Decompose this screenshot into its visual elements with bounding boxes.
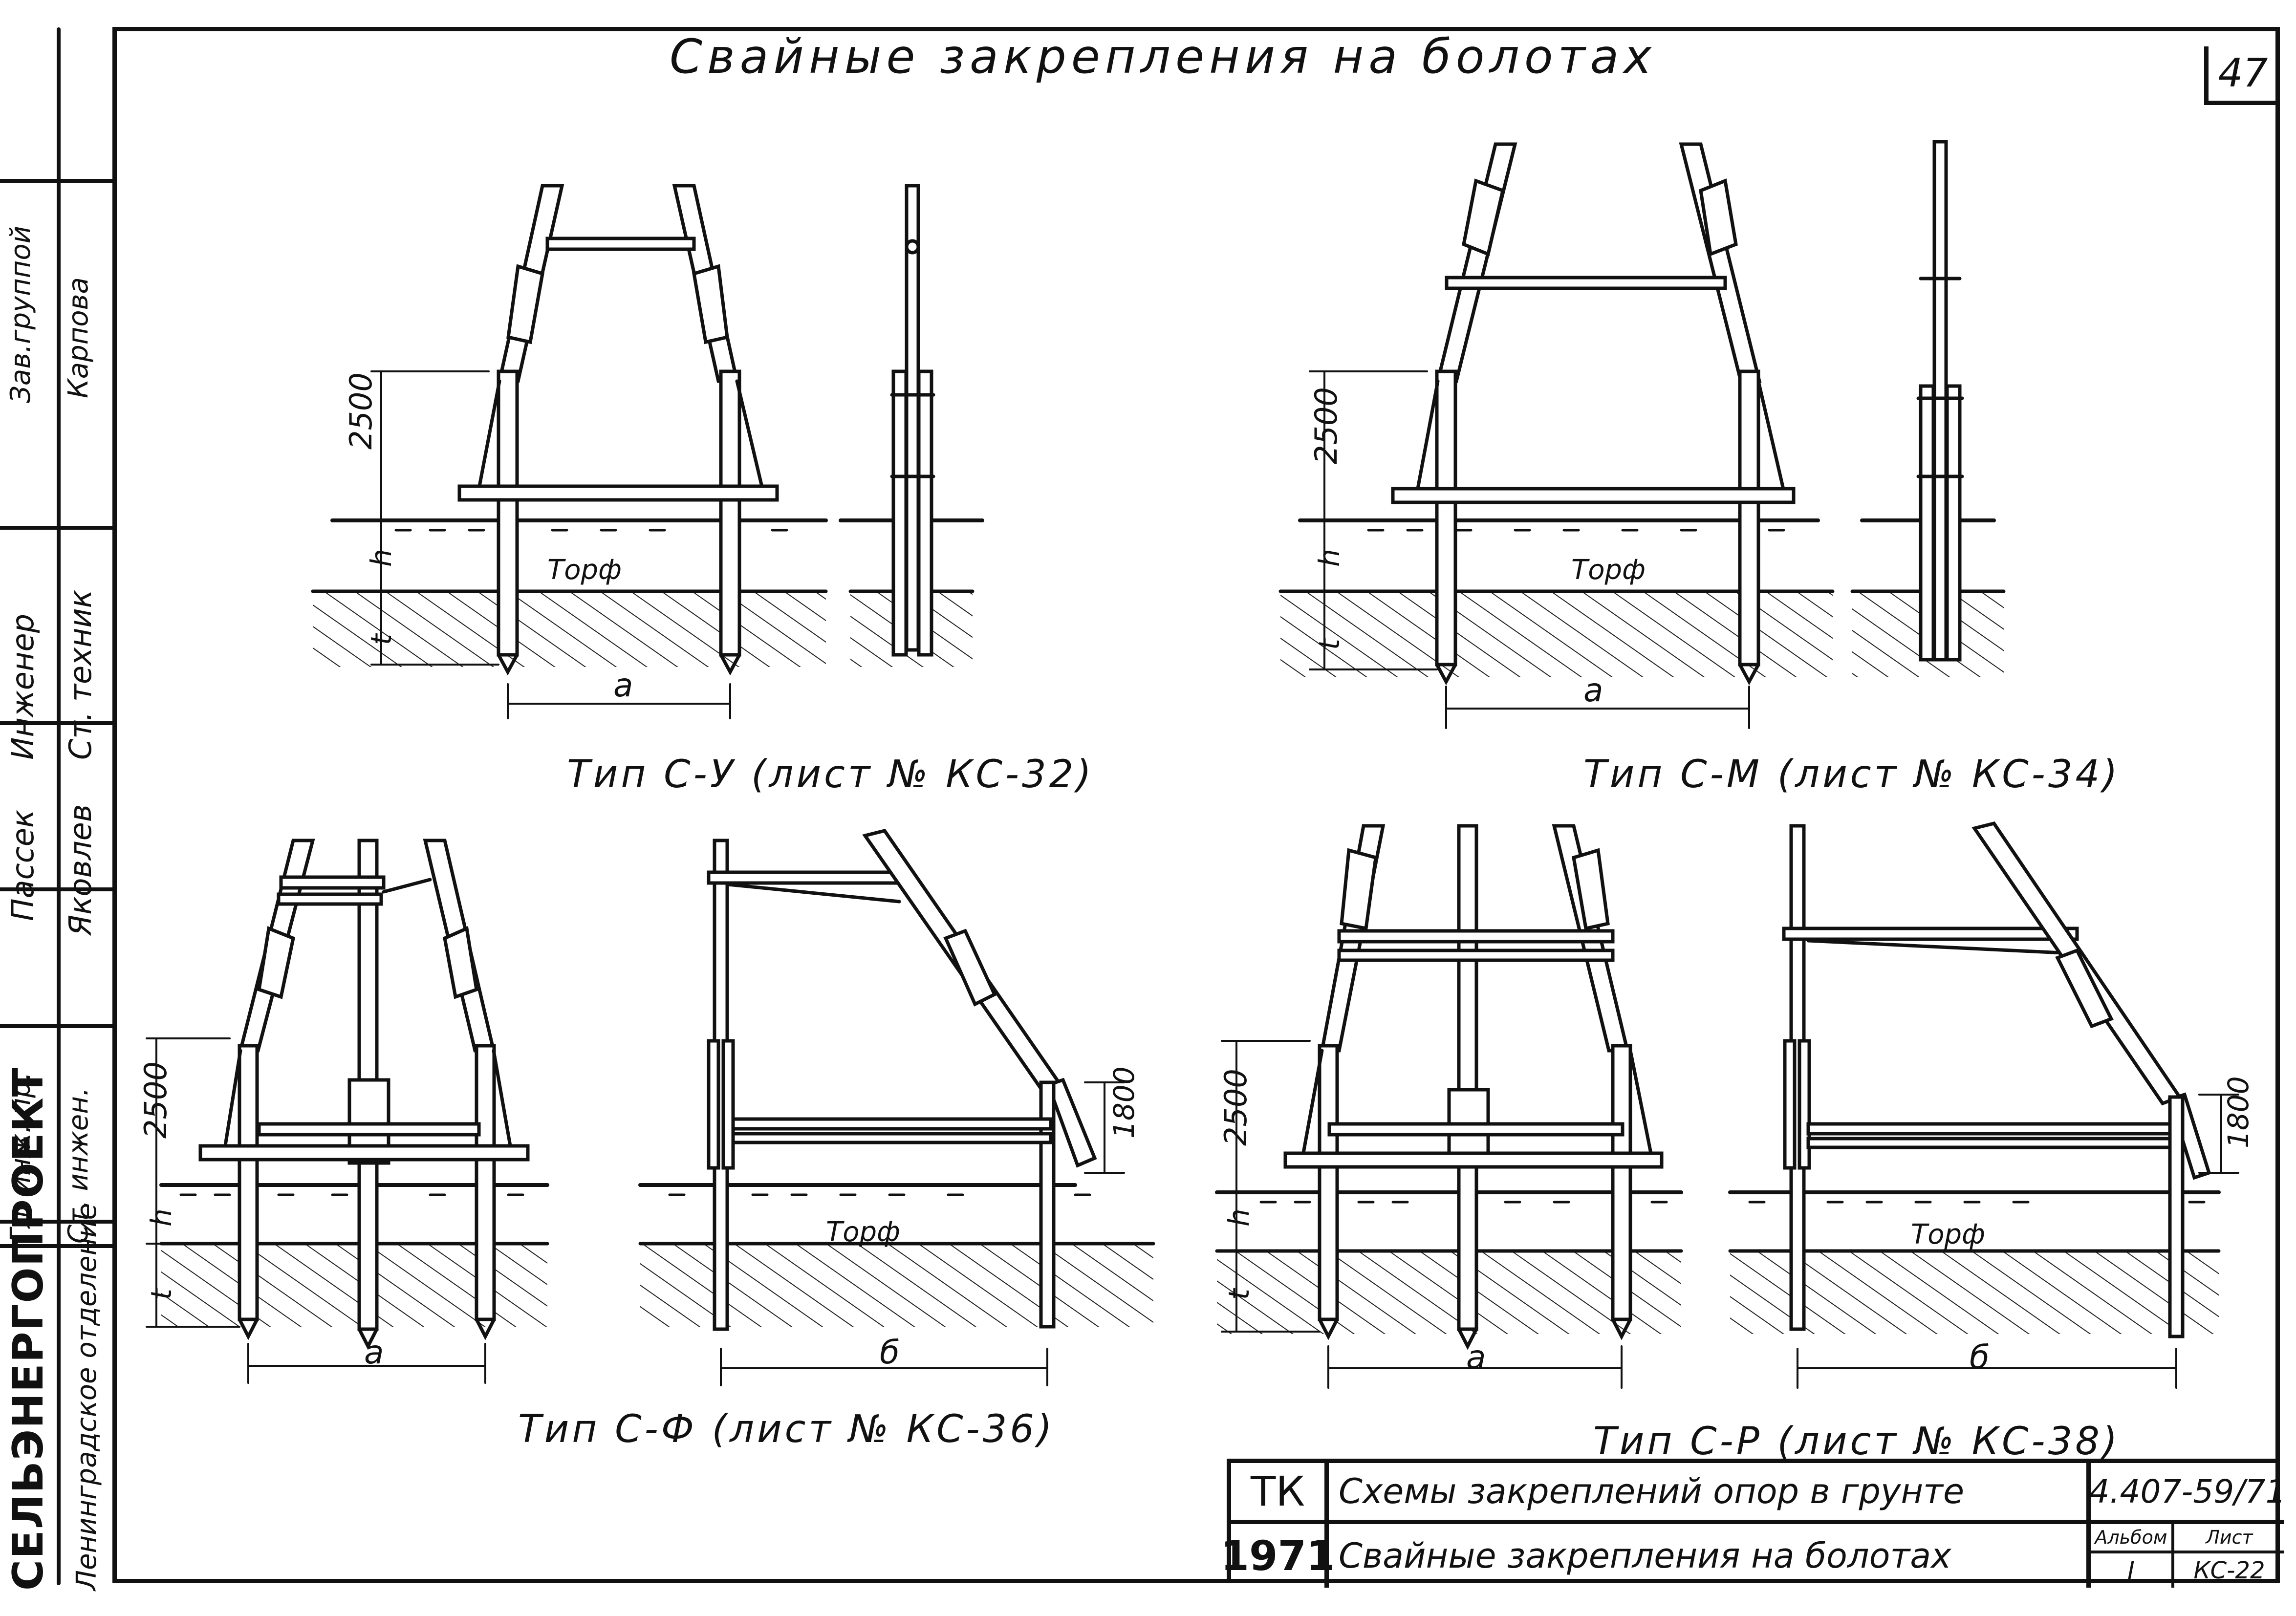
dim-width-cr: a <box>1466 1338 1486 1376</box>
dim-h-cr: h <box>1222 1208 1256 1227</box>
dim-h-cu: h <box>365 549 398 567</box>
title-block-sheet-label: Лист <box>2174 1524 2284 1553</box>
drawing-cu-front <box>311 184 828 719</box>
title-block-album-label: Альбом <box>2086 1524 2174 1553</box>
side-soil-label-cr: Торф <box>1911 1219 1985 1250</box>
dim-t-cm: t <box>1313 638 1346 650</box>
caption-type-cu: Тип С-У (лист № КС-32) <box>567 753 1094 797</box>
dim-h-cm: h <box>1313 549 1346 567</box>
title-block: ТК 1971 Схемы закреплений опор в грунте … <box>1221 1459 2286 1588</box>
drawing-frame <box>112 27 2280 1583</box>
dim-width-cf: a <box>364 1334 384 1371</box>
dim-t-cu: t <box>365 633 398 645</box>
drawing-cm-front <box>1278 142 1835 729</box>
title-block-line2: Свайные закрепления на болотах <box>1339 1536 1951 1576</box>
dim-width-cm: a <box>1583 671 1603 709</box>
dim-width-cu: a <box>613 667 633 704</box>
drawing-cu-side <box>839 184 984 667</box>
caption-type-cr: Тип С-Р (лист № КС-38) <box>1593 1420 2121 1464</box>
caption-type-cm: Тип С-М (лист № КС-34) <box>1583 753 2121 797</box>
dim-h-cf: h <box>145 1208 178 1227</box>
title-block-line1: Схемы закреплений опор в грунте <box>1329 1463 2086 1524</box>
dim-t-cf: t <box>145 1288 178 1300</box>
side-height-cr: 1800 <box>2222 1076 2255 1148</box>
side-height-cf: 1800 <box>1107 1066 1141 1139</box>
soil-label-cm: Торф <box>1571 554 1646 586</box>
sheet-number: 47 <box>2204 46 2277 105</box>
drawing-cm-side <box>1850 140 2006 677</box>
dim-height-cr: 2500 <box>1218 1069 1254 1146</box>
title-block-code: ТК <box>1231 1463 1329 1524</box>
title-block-year: 1971 <box>1221 1524 1335 1588</box>
drawing-cr-front <box>1215 824 1683 1389</box>
dim-height-cm: 2500 <box>1308 387 1344 464</box>
dim-height-cu: 2500 <box>343 372 379 450</box>
drawing-cf-front <box>146 839 549 1384</box>
drawing-cf-side <box>638 829 1155 1386</box>
side-width-cr: б <box>1970 1338 1990 1376</box>
title-block-sheet-value: КС-22 <box>2193 1557 2265 1584</box>
dim-t-cr: t <box>1222 1288 1256 1300</box>
title-block-album-value: I <box>2086 1553 2174 1588</box>
dim-height-cf: 2500 <box>138 1061 173 1139</box>
sheet-title: Свайные закрепления на болотах <box>670 29 1657 84</box>
soil-label-cu: Торф <box>547 554 622 586</box>
side-soil-label-cf: Торф <box>826 1216 900 1248</box>
left-strip-grid <box>0 27 114 1585</box>
side-width-cf: б <box>880 1334 900 1371</box>
title-block-doc-number: 4.407-59/71 <box>2086 1463 2286 1524</box>
caption-type-cf: Тип С-Ф (лист № КС-36) <box>518 1407 1055 1451</box>
drawing-cr-side <box>1728 821 2239 1389</box>
